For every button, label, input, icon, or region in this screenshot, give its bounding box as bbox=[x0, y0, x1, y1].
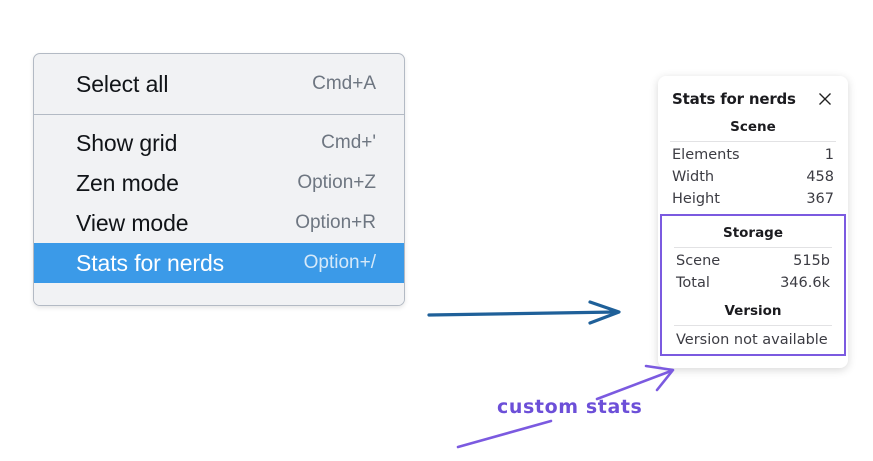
menu-item-shortcut: Option+R bbox=[295, 212, 376, 233]
stat-value: 515b bbox=[793, 253, 830, 269]
stat-row-version-value: Version not available bbox=[676, 332, 828, 348]
stats-panel-body: Scene Elements 1 Width 458 Height 367 St… bbox=[658, 110, 848, 356]
stat-key: Height bbox=[672, 191, 720, 207]
stats-for-nerds-panel: Stats for nerds Scene Elements 1 Width 4… bbox=[658, 76, 848, 368]
stat-value: 1 bbox=[824, 147, 834, 163]
menu-item-label: Show grid bbox=[76, 129, 178, 156]
stat-value: 346.6k bbox=[780, 275, 830, 291]
custom-stats-highlight-box: Storage Scene 515b Total 346.6k Version … bbox=[660, 214, 846, 356]
stat-row-elements: Elements 1 bbox=[658, 144, 848, 166]
stat-key: Scene bbox=[676, 253, 721, 269]
menu-item-shortcut: Cmd+A bbox=[312, 73, 376, 94]
section-divider bbox=[674, 325, 832, 326]
section-divider bbox=[674, 247, 832, 248]
menu-item-label: Select all bbox=[76, 70, 169, 97]
stat-value: 367 bbox=[806, 191, 834, 207]
stat-row-width: Width 458 bbox=[658, 166, 848, 188]
section-heading-storage: Storage bbox=[722, 225, 784, 241]
stat-row-height: Height 367 bbox=[658, 188, 848, 210]
menu-item-show-grid[interactable]: Show grid Cmd+' bbox=[34, 123, 404, 163]
stat-key: Total bbox=[676, 275, 710, 291]
stat-row-storage-total: Total 346.6k bbox=[662, 272, 844, 294]
canvas-context-menu[interactable]: Select all Cmd+A Show grid Cmd+' Zen mod… bbox=[33, 53, 405, 306]
menu-group-general: Select all Cmd+A bbox=[34, 58, 404, 114]
menu-item-label: View mode bbox=[76, 209, 189, 236]
stat-key: Elements bbox=[672, 147, 740, 163]
menu-item-label: Stats for nerds bbox=[76, 249, 225, 276]
close-icon[interactable] bbox=[816, 90, 834, 108]
menu-item-stats-for-nerds[interactable]: Stats for nerds Option+/ bbox=[34, 243, 404, 283]
section-divider bbox=[670, 141, 836, 142]
custom-stats-underline-stroke bbox=[456, 419, 553, 449]
stats-panel-header: Stats for nerds bbox=[658, 86, 848, 110]
custom-stats-annotation-label: custom stats bbox=[497, 396, 643, 418]
custom-stats-pointer-arrow bbox=[595, 364, 675, 401]
stat-value: 458 bbox=[806, 169, 834, 185]
menu-item-select-all[interactable]: Select all Cmd+A bbox=[34, 64, 404, 104]
menu-footer-spacer bbox=[34, 283, 404, 305]
menu-group-view: Show grid Cmd+' Zen mode Option+Z View m… bbox=[34, 115, 404, 283]
section-heading-version: Version bbox=[724, 303, 782, 319]
section-heading-scene: Scene bbox=[730, 119, 776, 135]
menu-item-label: Zen mode bbox=[76, 169, 179, 196]
stat-key: Width bbox=[672, 169, 715, 185]
menu-item-shortcut: Option+Z bbox=[297, 172, 376, 193]
menu-item-shortcut: Cmd+' bbox=[321, 132, 376, 153]
menu-item-view-mode[interactable]: View mode Option+R bbox=[34, 203, 404, 243]
stat-row-storage-scene: Scene 515b bbox=[662, 250, 844, 272]
menu-to-panel-arrow bbox=[427, 300, 621, 325]
menu-item-zen-mode[interactable]: Zen mode Option+Z bbox=[34, 163, 404, 203]
menu-separator bbox=[34, 114, 404, 115]
stats-panel-title: Stats for nerds bbox=[672, 90, 796, 108]
menu-item-shortcut: Option+/ bbox=[303, 252, 376, 273]
